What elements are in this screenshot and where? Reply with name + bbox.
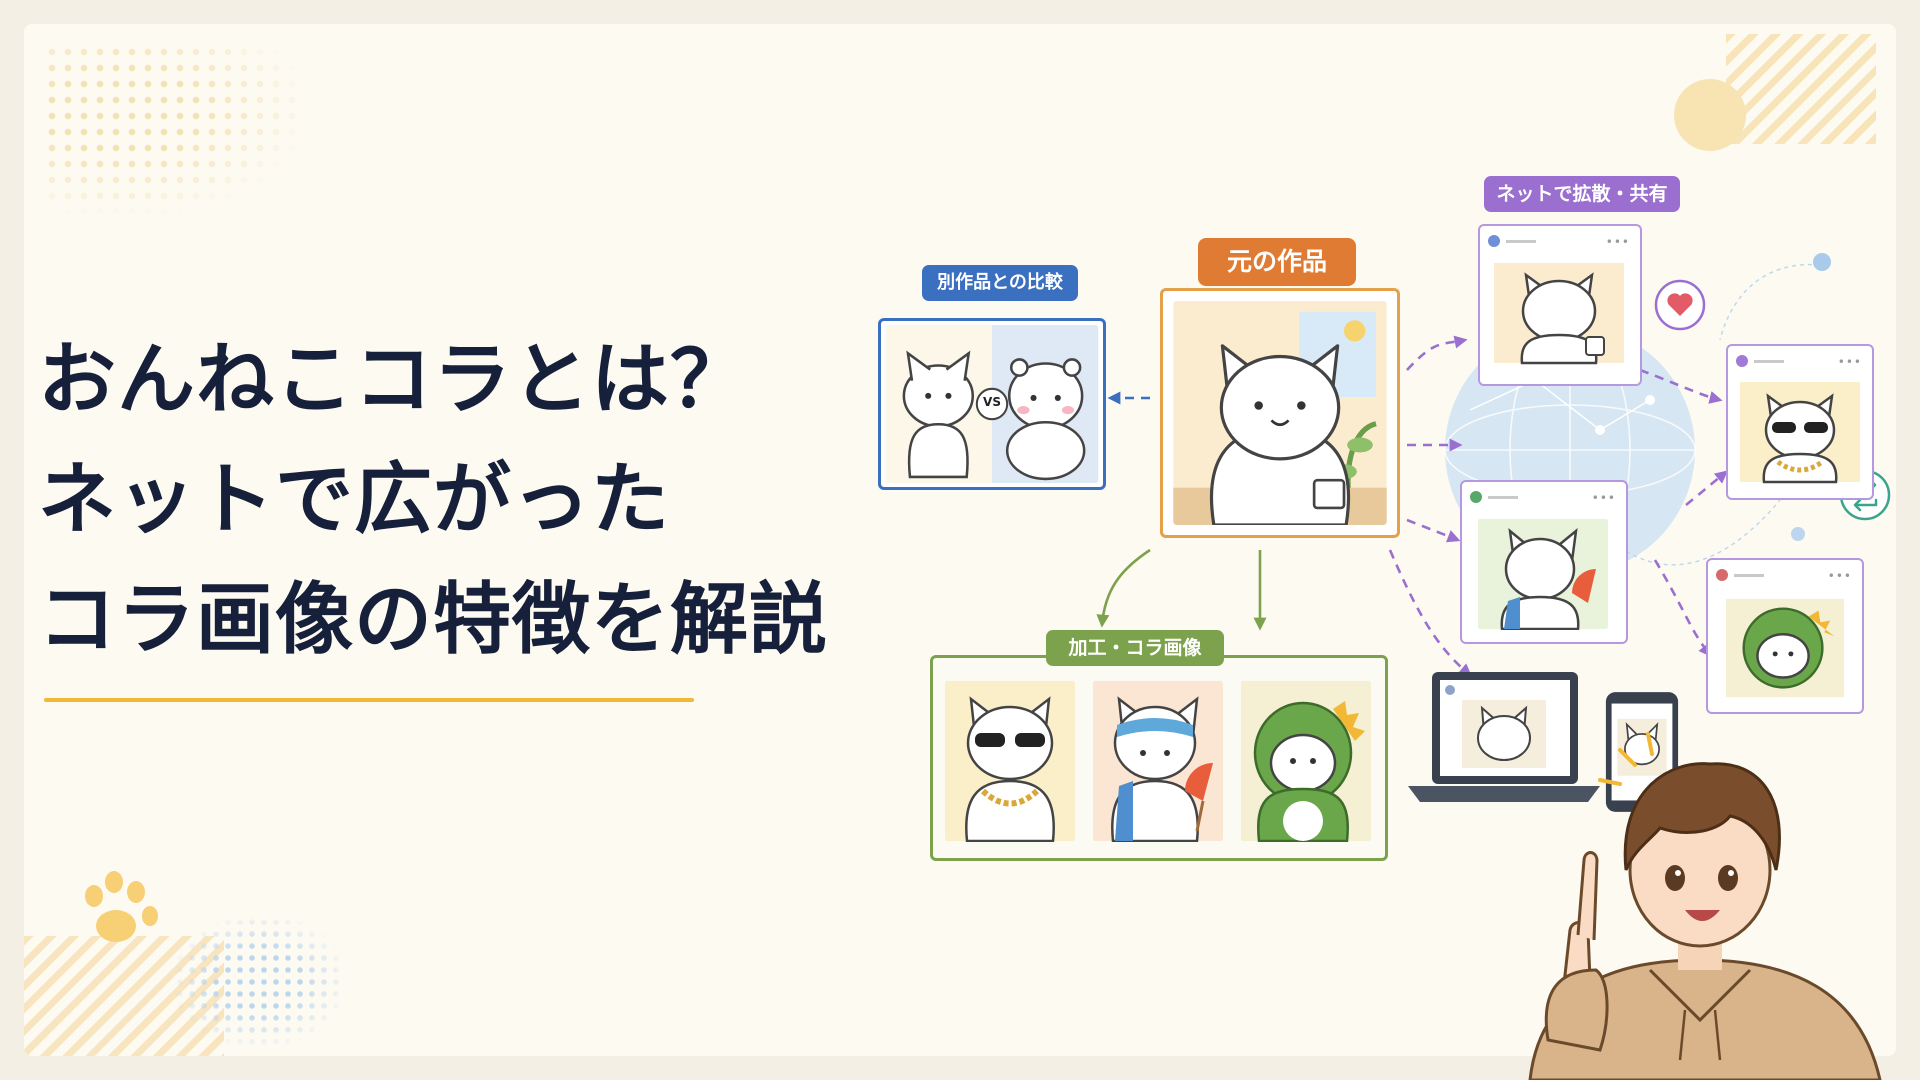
post-image <box>1726 598 1844 698</box>
social-post: ••• <box>1460 480 1628 644</box>
edited-images-panel <box>930 655 1388 861</box>
social-post: ••• <box>1478 224 1642 386</box>
presenter-illustration <box>1528 732 1882 1080</box>
social-post: ••• <box>1726 344 1874 500</box>
label-original: 元の作品 <box>1198 238 1356 286</box>
title-underline <box>44 698 694 702</box>
paw-icon <box>85 871 158 942</box>
title-line-1: おんねこコラとは？ <box>38 335 750 425</box>
decor-stripes <box>1726 34 1876 144</box>
label-spread: ネットで拡散・共有 <box>1484 176 1680 212</box>
social-post: ••• <box>1706 558 1864 714</box>
more-icon: ••• <box>1605 235 1630 249</box>
original-cat-image <box>1173 301 1387 525</box>
comparison-image <box>885 325 1099 483</box>
laptop-icon <box>1408 672 1600 802</box>
avatar <box>1736 355 1784 367</box>
label-compare: 別作品との比較 <box>922 265 1078 301</box>
edited-image-sunglasses <box>945 681 1075 842</box>
more-icon: ••• <box>1837 355 1862 369</box>
decor-dots <box>44 44 304 214</box>
post-image <box>1494 263 1624 365</box>
decor-circle <box>1674 79 1746 151</box>
label-edited: 加工・コラ画像 <box>1046 630 1224 666</box>
title-line-2: ネットで広がった <box>38 455 671 545</box>
vs-badge: VS <box>983 395 1001 409</box>
edited-image-dino <box>1241 681 1371 842</box>
avatar <box>1488 235 1536 247</box>
avatar <box>1470 491 1518 503</box>
post-image <box>1478 519 1608 630</box>
post-image <box>1740 382 1860 484</box>
decor-dots <box>174 916 344 1046</box>
comparison-panel: VS <box>878 318 1106 490</box>
title-line-3: コラ画像の特徴を解説 <box>38 575 829 665</box>
avatar <box>1716 569 1764 581</box>
original-artwork <box>1160 288 1400 538</box>
edited-image-fan <box>1093 681 1223 842</box>
more-icon: ••• <box>1591 491 1616 505</box>
page-title: おんねこコラとは？ ネットで広がった コラ画像の特徴を解説 <box>38 320 828 680</box>
more-icon: ••• <box>1827 569 1852 583</box>
